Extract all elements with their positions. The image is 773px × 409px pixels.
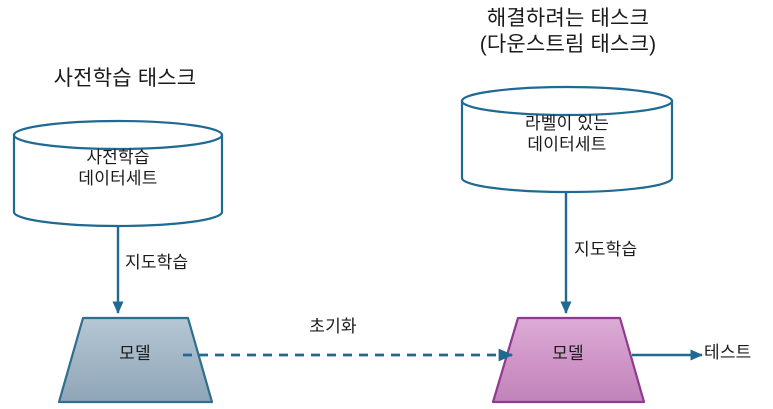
model-right-trapezoid [491,316,646,404]
pretrain-dataset-cylinder [12,119,224,228]
labeled-dataset-cylinder [460,85,674,194]
model-left-trapezoid [57,316,214,404]
